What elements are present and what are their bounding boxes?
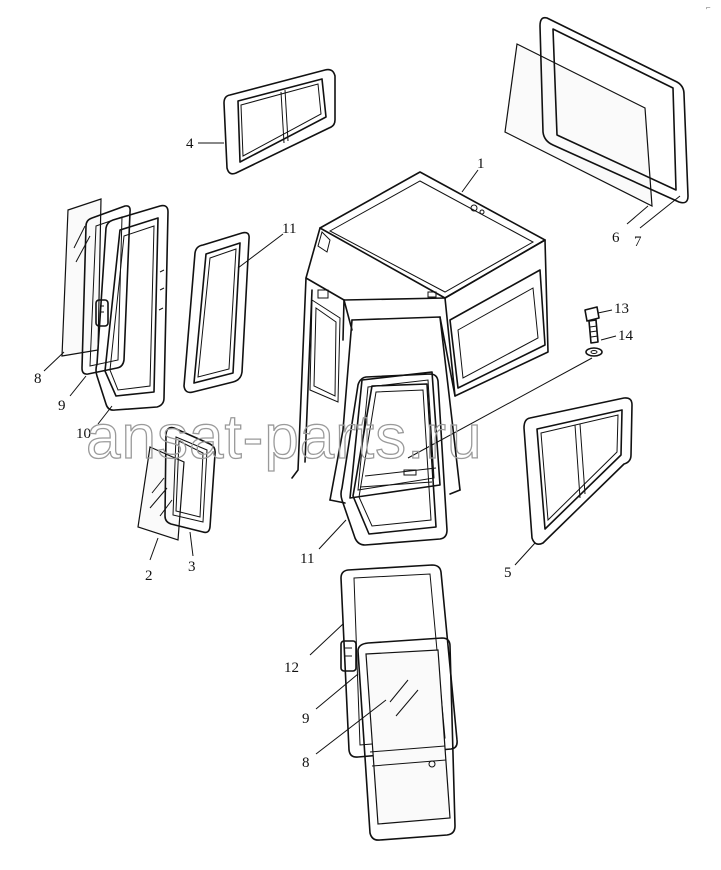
corner-mark: ⌐ bbox=[706, 3, 711, 12]
part-11-front-window-seal bbox=[340, 373, 448, 546]
callout-9-left: 9 bbox=[58, 398, 66, 414]
callout-6: 6 bbox=[612, 230, 620, 246]
callout-11-side: 11 bbox=[282, 221, 296, 237]
part-13-bolt bbox=[584, 306, 600, 344]
callout-9-bottom: 9 bbox=[302, 711, 310, 727]
callout-11-front: 11 bbox=[300, 551, 314, 567]
callout-13: 13 bbox=[614, 301, 629, 317]
part-4-upper-window bbox=[223, 68, 336, 175]
callout-7: 7 bbox=[634, 234, 642, 250]
part-12-door-frame bbox=[340, 564, 458, 758]
callout-3: 3 bbox=[188, 559, 196, 575]
part-11-side-seal bbox=[183, 231, 250, 394]
callout-10: 10 bbox=[76, 426, 91, 442]
part-8-door-glass-bottom bbox=[365, 649, 451, 825]
part-14-washer bbox=[585, 347, 603, 357]
callout-14: 14 bbox=[618, 328, 634, 344]
callout-5: 5 bbox=[504, 565, 512, 581]
part-9-door-seal-bottom bbox=[357, 637, 456, 841]
part-7-rear-seal bbox=[539, 16, 689, 204]
callout-labels: 1 4 6 7 11 8 9 10 13 14 2 3 11 5 12 9 8 bbox=[34, 136, 642, 771]
part-8-door-glass-left bbox=[61, 198, 102, 357]
part-2-small-glass bbox=[137, 446, 185, 541]
part-6-rear-glass bbox=[504, 43, 653, 208]
part-1-cab-frame bbox=[291, 171, 549, 504]
callout-12: 12 bbox=[284, 660, 299, 676]
callout-4: 4 bbox=[186, 136, 194, 152]
callout-2: 2 bbox=[145, 568, 153, 584]
callout-8-bottom: 8 bbox=[302, 755, 310, 771]
part-10-door-frame-left bbox=[95, 204, 169, 411]
callout-1: 1 bbox=[477, 156, 485, 172]
part-5-side-window bbox=[523, 397, 633, 545]
callout-8-left: 8 bbox=[34, 371, 42, 387]
watermark-text: ansat-parts.ru bbox=[86, 403, 483, 472]
leader-lines bbox=[43, 142, 681, 755]
part-3-small-seal bbox=[164, 426, 216, 534]
